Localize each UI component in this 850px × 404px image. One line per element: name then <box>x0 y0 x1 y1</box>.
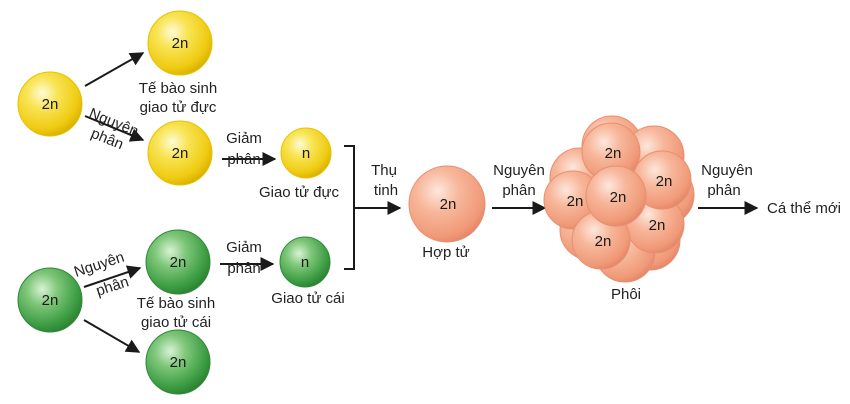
embryo-cell-center-ploidy: 2n <box>610 189 627 206</box>
male-germ-bottom-label: 2n <box>172 145 189 162</box>
female-germ-cell-bottom: 2n <box>145 329 211 395</box>
female-germ-label-1: Tế bào sinh <box>137 295 215 312</box>
embryo-mitosis-label-2: phân <box>502 182 535 199</box>
male-germ-cell-top: 2n <box>147 10 213 76</box>
arrow-female-to-germ-top <box>83 265 142 288</box>
embryo-label: Phôi <box>611 286 641 303</box>
zygote-ploidy: 2n <box>440 196 457 213</box>
female-gamete-label: Giao tử cái <box>271 290 344 307</box>
male-germ-label-2: giao tử đực <box>140 99 217 116</box>
female-meiosis-label-2: phân <box>227 260 260 277</box>
female-mitosis-label-2: phân <box>94 273 131 299</box>
female-gamete-ploidy: n <box>301 254 309 271</box>
male-germ-cell-bottom: 2n <box>147 120 213 186</box>
arrow-male-to-germ-top <box>84 52 145 87</box>
female-meiosis-label-1: Giảm <box>226 239 262 256</box>
female-germ-label-2: giao tử cái <box>141 314 211 331</box>
embryo-cell-left-ploidy: 2n <box>567 193 584 210</box>
female-germ-cell-top: 2n <box>145 229 211 295</box>
embryo-cell-center <box>585 165 647 227</box>
female-germ-top-label: 2n <box>170 254 187 271</box>
male-gamete-label: Giao tử đực <box>259 184 340 201</box>
embryo-cluster: 2n 2n 2n 2n 2n 2n <box>543 115 695 283</box>
male-parent-label: 2n <box>42 96 59 113</box>
fertilization-label-2: tinh <box>374 182 398 199</box>
male-germ-label-1: Tế bào sinh <box>139 80 217 97</box>
male-germ-top-label: 2n <box>172 35 189 52</box>
fertilization-bracket <box>344 145 355 270</box>
male-meiosis-label-1: Giảm <box>226 130 262 147</box>
arrow-male-to-germ-bottom <box>84 115 145 142</box>
fertilization-label-1: Thụ <box>371 162 397 179</box>
embryo-cell-bottom-ploidy: 2n <box>595 233 612 250</box>
zygote-label: Hợp tử <box>422 244 469 261</box>
female-gamete-cell: n <box>279 236 331 288</box>
embryo-cell-top-ploidy: 2n <box>605 145 622 162</box>
male-gamete-cell: n <box>280 127 332 179</box>
female-germ-bottom-label: 2n <box>170 354 187 371</box>
arrow-female-to-germ-bottom <box>83 319 141 353</box>
zygote-cell: 2n <box>408 165 486 243</box>
male-meiosis-label-2: phân <box>227 151 260 168</box>
adult-mitosis-label-1: Nguyên <box>701 162 753 179</box>
adult-label: Cá thể mới <box>767 200 841 217</box>
female-parent-label: 2n <box>42 292 59 309</box>
male-parent-cell: 2n <box>17 71 83 137</box>
female-parent-cell: 2n <box>17 267 83 333</box>
embryo-cell-right-lower-ploidy: 2n <box>649 217 666 234</box>
embryo-cell-right-ploidy: 2n <box>656 173 673 190</box>
male-gamete-ploidy: n <box>302 145 310 162</box>
adult-mitosis-label-2: phân <box>707 182 740 199</box>
embryo-mitosis-label-1: Nguyên <box>493 162 545 179</box>
